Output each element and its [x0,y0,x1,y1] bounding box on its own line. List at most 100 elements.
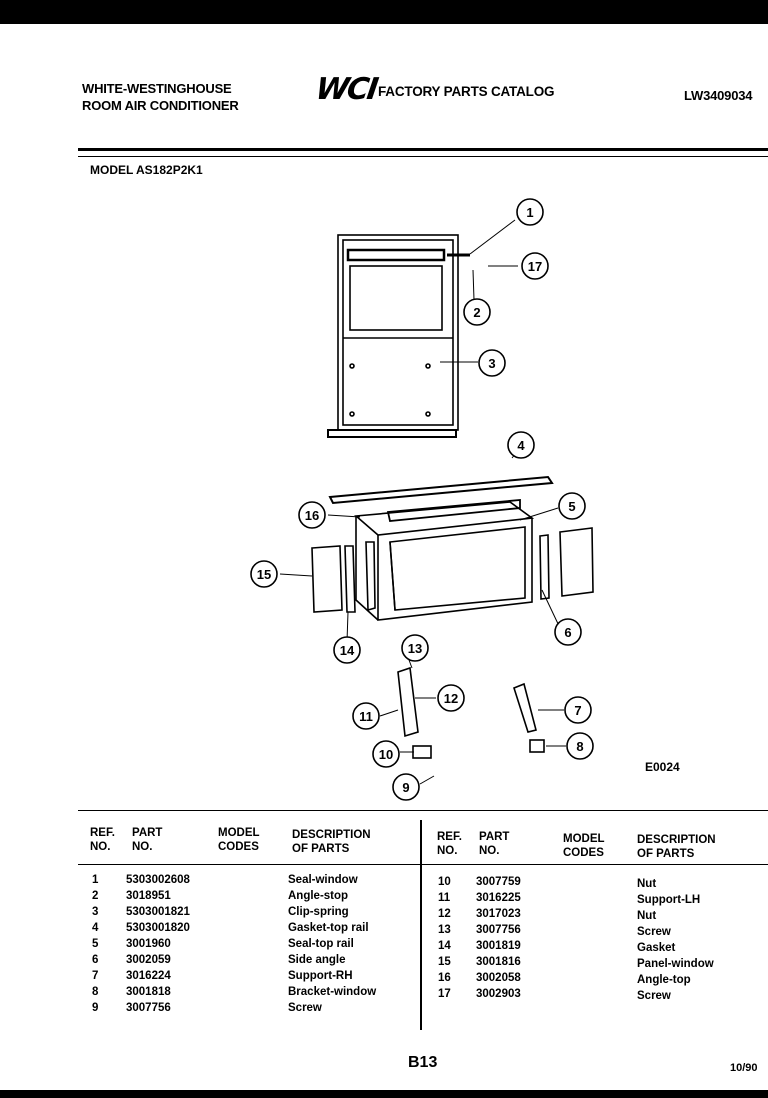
table-cell: Screw [637,990,671,1002]
svg-text:5: 5 [568,499,575,514]
table-cell: 5303002608 [126,874,190,886]
table-divider [420,820,422,1030]
table-cell: 17 [438,988,451,1000]
svg-text:10: 10 [379,747,393,762]
callout-5: 5 [558,492,586,520]
revision-date: 10/90 [730,1062,758,1074]
svg-text:13: 13 [408,641,422,656]
table-cell: Angle-top [637,974,691,986]
table-cell: Support-RH [288,970,353,982]
table-cell: 14 [438,940,451,952]
right-ref-column: 10 11 12 13 14 15 16 17 [438,874,451,1002]
svg-text:15: 15 [257,567,271,582]
table-cell: 3007756 [476,924,521,936]
svg-text:12: 12 [444,691,458,706]
table-cell: Side angle [288,954,346,966]
top-border [0,0,768,24]
svg-text:11: 11 [359,709,373,724]
table-cell: Screw [637,926,671,938]
page-number: B13 [408,1054,438,1071]
table-cell: 3018951 [126,890,171,902]
left-part-column: 5303002608 3018951 5303001821 5303001820… [126,872,190,1016]
left-desc-column: Seal-window Angle-stop Clip-spring Gaske… [288,872,376,1016]
callout-8: 8 [566,732,594,760]
wci-logo: WCI [313,72,379,107]
brand-line1: WHITE-WESTINGHOUSE [82,81,232,96]
callout-11: 11 [352,702,380,730]
table-cell: 11 [438,892,451,904]
table-cell: 3001819 [476,940,521,952]
table-rule-header [78,864,768,865]
table-cell: 3001960 [126,938,171,950]
callout-6: 6 [554,618,582,646]
brand-line2: ROOM AIR CONDITIONER [82,98,239,113]
table-cell: 3016225 [476,892,521,904]
table-cell: Bracket-window [288,986,377,998]
table-cell: 3001816 [476,956,521,968]
callout-3: 3 [478,349,506,377]
callout-13: 13 [401,634,429,662]
right-desc-column: Nut Support-LH Nut Screw Gasket Panel-wi… [637,876,714,1004]
table-cell: 3007759 [476,876,521,888]
table-cell: Clip-spring [288,906,349,918]
diagram-code: E0024 [645,760,680,774]
table-cell: 2 [92,890,99,902]
callout-17: 17 [521,252,549,280]
table-cell: 5303001820 [126,922,190,934]
table-cell: Gasket [637,942,676,954]
table-cell: 9 [92,1002,99,1014]
table-cell: 4 [92,922,99,934]
callout-16: 16 [298,501,326,529]
callout-12: 12 [437,684,465,712]
svg-text:14: 14 [340,643,355,658]
table-cell: 8 [92,986,99,998]
svg-text:3: 3 [488,356,495,371]
callout-9: 9 [392,773,420,801]
table-cell: 3001818 [126,986,171,998]
svg-text:1: 1 [526,205,533,220]
table-cell: Support-LH [637,894,701,906]
table-cell: 13 [438,924,451,936]
table-cell: 3016224 [126,970,171,982]
table-cell: 12 [438,908,451,920]
svg-text:7: 7 [574,703,581,718]
model-number: MODEL AS182P2K1 [90,163,203,177]
table-cell: 3002903 [476,988,521,1000]
svg-text:9: 9 [402,780,409,795]
bottom-border [0,1090,768,1098]
table-cell: 3017023 [476,908,521,920]
header-ref: REF.NO. [90,827,115,853]
table-cell: 6 [92,954,99,966]
table-cell: 10 [438,876,451,888]
header-rule-thin [78,156,768,157]
table-cell: Screw [288,1002,322,1014]
callout-4: 4 [507,431,535,459]
sleeve [354,499,535,621]
svg-text:16: 16 [305,508,319,523]
table-cell: 3 [92,906,99,918]
callout-7: 7 [564,696,592,724]
header-rule-thick [78,148,768,151]
table-cell: 7 [92,970,99,982]
table-rule-top [78,810,768,811]
table-cell: Seal-window [288,874,358,886]
table-cell: Nut [637,910,657,922]
right-part-column: 3007759 3016225 3017023 3007756 3001819 … [476,874,521,1002]
svg-text:2: 2 [473,305,480,320]
svg-text:6: 6 [564,625,571,640]
svg-text:8: 8 [576,739,583,754]
table-cell: 16 [438,972,451,984]
window-frame [327,234,459,438]
table-cell: Gasket-top rail [288,922,369,934]
table-cell: 3007756 [126,1002,171,1014]
callout-10: 10 [372,740,400,768]
callout-15: 15 [250,560,278,588]
exploded-parts-diagram: 1 17 2 3 4 5 16 15 6 14 13 12 11 10 9 7 … [250,198,594,801]
svg-text:4: 4 [517,438,525,453]
table-cell: 15 [438,956,451,968]
